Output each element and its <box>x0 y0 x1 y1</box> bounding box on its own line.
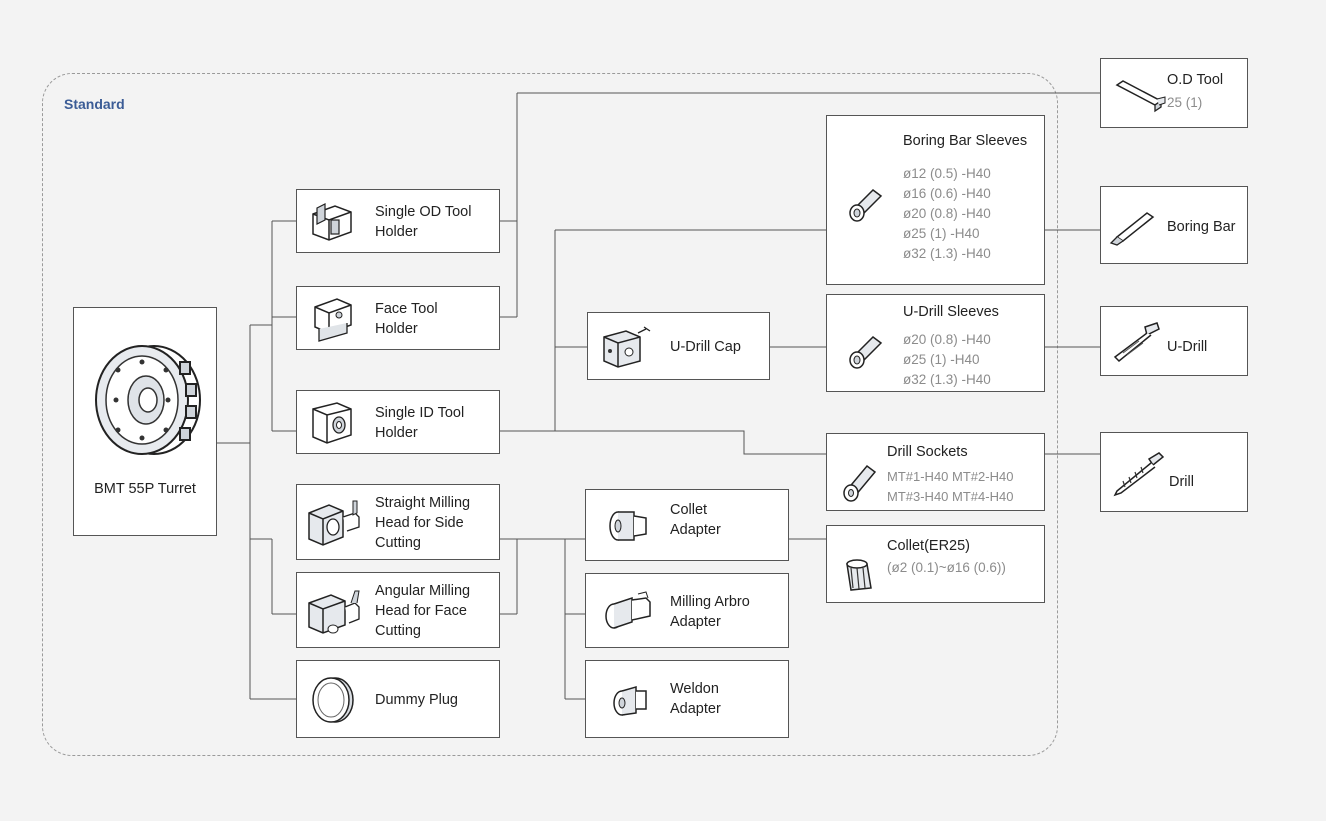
milling-arbro-title: Milling Arbro Adapter <box>670 594 750 630</box>
boring-bar-node: Boring Bar <box>1100 186 1248 264</box>
turret-title: BMT 55P Turret <box>94 481 196 497</box>
standard-group-frame <box>42 73 1058 756</box>
drill-icon <box>1113 452 1165 497</box>
turret-node: BMT 55P Turret <box>73 307 217 536</box>
face-holder-node: Face Tool Holder <box>296 286 500 350</box>
connector-adapters <box>500 538 826 700</box>
standard-label: Standard <box>64 96 125 112</box>
collet-node: Collet(ER25) (ø2 (0.1)~ø16 (0.6)) <box>826 525 1045 603</box>
u-drill-cap-node: U-Drill Cap <box>587 312 770 380</box>
straight-milling-title: Straight Milling Head for Side Cutting <box>375 495 471 551</box>
connector-id-holder <box>500 229 826 455</box>
boring-sleeves-node: Boring Bar Sleeves ø12 (0.5) -H40 ø16 (0… <box>826 115 1045 285</box>
u-drill-title: U-Drill <box>1167 339 1208 355</box>
connector-upper-holders <box>271 220 296 432</box>
face-holder-title: Face Tool Holder <box>375 301 438 337</box>
sleeve-icon <box>849 336 883 369</box>
turret-icon <box>95 345 201 455</box>
collet-adapter-node: Collet Adapter <box>585 489 789 561</box>
collet-title: Collet(ER25) <box>887 538 970 554</box>
boring-sleeves-specs: ø12 (0.5) -H40 ø16 (0.6) -H40 ø20 (0.8) … <box>903 166 991 261</box>
single-id-holder-title: Single ID Tool Holder <box>375 405 465 441</box>
boring-bar-title: Boring Bar <box>1167 219 1236 235</box>
u-drill-cap-icon <box>603 326 651 368</box>
drill-sockets-specs: MT#1-H40 MT#2-H40 MT#3-H40 MT#4-H40 <box>887 469 1014 504</box>
u-drill-sleeves-node: U-Drill Sleeves ø20 (0.8) -H40 ø25 (1) -… <box>826 294 1045 392</box>
single-od-holder-node: Single OD Tool Holder <box>296 189 500 253</box>
collet-adapter-icon <box>609 511 647 541</box>
collet-specs: (ø2 (0.1)~ø16 (0.6)) <box>887 560 1006 575</box>
milling-arbro-node: Milling Arbro Adapter <box>585 573 789 648</box>
connector-od-tool <box>500 92 1100 318</box>
u-drill-cap-title: U-Drill Cap <box>670 339 741 355</box>
dummy-plug-title: Dummy Plug <box>375 692 458 708</box>
sleeve-icon <box>849 189 883 222</box>
u-drill-icon <box>1113 322 1160 363</box>
boring-sleeves-title: Boring Bar Sleeves <box>903 133 1028 149</box>
face-holder-icon <box>314 298 352 342</box>
u-drill-sleeves-title: U-Drill Sleeves <box>903 304 999 320</box>
boring-bar-icon <box>1109 212 1155 246</box>
weldon-node: Weldon Adapter <box>585 660 789 738</box>
collet-adapter-title: Collet Adapter <box>670 502 721 538</box>
milling-arbor-adapter-icon <box>605 591 651 629</box>
single-od-holder-title: Single OD Tool Holder <box>375 204 472 240</box>
connector-turret <box>217 324 296 700</box>
od-tool-node: O.D Tool 25 (1) <box>1100 58 1248 128</box>
drill-sockets-node: Drill Sockets MT#1-H40 MT#2-H40 MT#3-H40… <box>826 433 1045 511</box>
drill-node: Drill <box>1100 432 1248 512</box>
dummy-plug-icon <box>312 677 354 723</box>
od-tool-title: O.D Tool <box>1167 72 1224 88</box>
drill-socket-icon <box>843 464 877 502</box>
angular-milling-title: Angular Milling Head for Face Cutting <box>375 583 471 639</box>
single-id-holder-node: Single ID Tool Holder <box>296 390 500 454</box>
connector-milling-heads <box>271 539 296 615</box>
drill-title: Drill <box>1169 474 1194 490</box>
u-drill-node: U-Drill <box>1100 306 1248 376</box>
collet-icon <box>846 559 872 591</box>
id-holder-icon <box>312 402 352 444</box>
od-tool-specs: 25 (1) <box>1167 95 1203 110</box>
weldon-adapter-icon <box>613 686 647 716</box>
straight-milling-head-icon <box>308 500 360 546</box>
angular-milling-head-icon <box>308 590 360 634</box>
drill-sockets-title: Drill Sockets <box>887 444 968 460</box>
od-tool-icon <box>1115 80 1166 113</box>
dummy-plug-node: Dummy Plug <box>296 660 500 738</box>
straight-milling-node: Straight Milling Head for Side Cutting <box>296 484 500 560</box>
u-drill-sleeves-specs: ø20 (0.8) -H40 ø25 (1) -H40 ø32 (1.3) -H… <box>903 332 991 387</box>
od-holder-icon <box>312 203 352 241</box>
angular-milling-node: Angular Milling Head for Face Cutting <box>296 572 500 648</box>
weldon-title: Weldon Adapter <box>670 681 721 717</box>
